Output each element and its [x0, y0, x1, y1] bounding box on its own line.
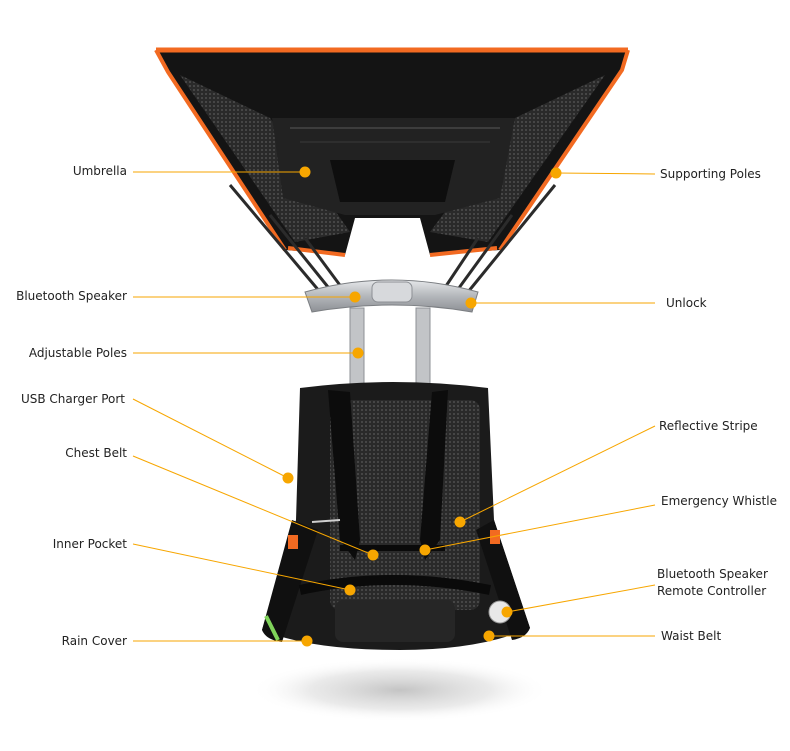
label-chest-belt: Chest Belt — [65, 446, 127, 460]
marker-usb-charger-port — [282, 472, 294, 484]
marker-adjustable-poles — [352, 347, 364, 359]
marker-reflective-stripe — [454, 516, 466, 528]
label-remote-controller-line2: Remote Controller — [657, 584, 767, 598]
label-waist-belt: Waist Belt — [661, 629, 722, 643]
umbrella-canopy — [154, 47, 630, 257]
marker-remote-controller — [501, 606, 513, 618]
marker-waist-belt — [483, 630, 495, 642]
label-bluetooth-speaker: Bluetooth Speaker — [16, 289, 127, 303]
marker-chest-belt — [367, 549, 379, 561]
marker-dots — [282, 166, 562, 647]
marker-bluetooth-speaker — [349, 291, 361, 303]
marker-unlock — [465, 297, 477, 309]
label-umbrella: Umbrella — [72, 164, 127, 178]
backpack-body — [262, 382, 530, 650]
supporting-poles — [228, 184, 557, 293]
leader-lines — [132, 171, 656, 642]
label-usb-charger-port: USB Charger Port — [20, 392, 125, 406]
label-adjustable-poles: Adjustable Poles — [28, 346, 127, 360]
label-emergency-whistle: Emergency Whistle — [661, 494, 777, 508]
label-remote-controller: Bluetooth Speaker Remote Controller — [657, 566, 787, 600]
label-reflective-stripe: Reflective Stripe — [659, 419, 758, 433]
marker-inner-pocket — [344, 584, 356, 596]
marker-umbrella — [299, 166, 311, 178]
label-remote-controller-line1: Bluetooth Speaker — [657, 567, 768, 581]
marker-rain-cover — [301, 635, 313, 647]
label-rain-cover: Rain Cover — [61, 634, 127, 648]
label-inner-pocket: Inner Pocket — [52, 537, 127, 551]
marker-emergency-whistle — [419, 544, 431, 556]
floor-shadow — [250, 658, 550, 722]
label-supporting-poles: Supporting Poles — [660, 167, 761, 181]
label-unlock: Unlock — [666, 296, 707, 310]
marker-supporting-poles — [550, 167, 562, 179]
speaker-handle — [304, 279, 479, 387]
